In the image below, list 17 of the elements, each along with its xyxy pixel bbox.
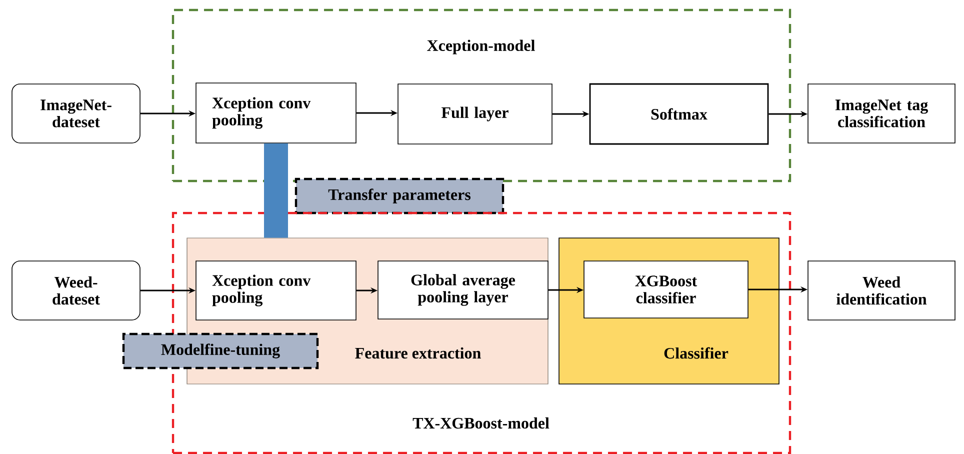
dashed-tag: Modelfine-tuning [122, 332, 319, 370]
process-box: Weed-dateset [12, 260, 140, 320]
group-title: Feature extraction [355, 347, 481, 359]
process-box: Weed identification [808, 260, 956, 320]
group-title: Classifier [664, 347, 728, 359]
process-box: Global average pooling layer [378, 260, 548, 320]
group-title: TX-XGBoost-model [412, 417, 550, 429]
transfer-bar [264, 143, 288, 238]
process-box: Full layer [398, 84, 552, 144]
process-box: ImageNet-dateset [12, 84, 140, 144]
process-box: Xception conv pooling [196, 82, 356, 144]
group-title: Xception-model [427, 40, 535, 54]
process-box: XGBoost classifier [584, 260, 748, 318]
process-box: Xception conv pooling [196, 260, 356, 320]
process-box: Softmax [589, 83, 769, 145]
process-box: ImageNet tag classification [808, 84, 956, 144]
dashed-tag: Transfer parameters [294, 178, 504, 214]
